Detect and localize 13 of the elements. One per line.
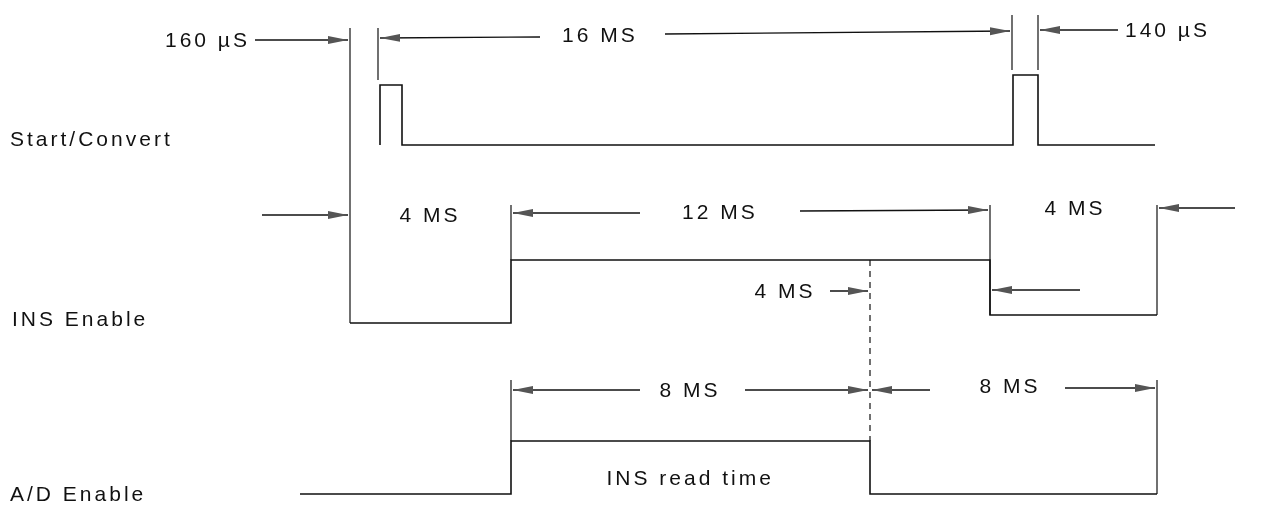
dimension-text: 8 MS [659, 378, 721, 402]
dimension-text: 160 µS [165, 28, 250, 52]
dimension-text: 16 MS [562, 23, 638, 47]
signal-name: Start/Convert [10, 127, 173, 151]
dimension-text: 4 MS [754, 279, 816, 303]
waveform-label: INS read time [606, 466, 774, 490]
dimension-text: 8 MS [979, 374, 1041, 398]
dimension-text: 12 MS [682, 200, 758, 224]
dimension-text: 4 MS [399, 203, 461, 227]
dimension-text: 4 MS [1044, 196, 1106, 220]
signal-name: INS Enable [12, 307, 149, 331]
dimension-text: 140 µS [1125, 18, 1210, 42]
signal-name: A/D Enable [10, 482, 147, 506]
